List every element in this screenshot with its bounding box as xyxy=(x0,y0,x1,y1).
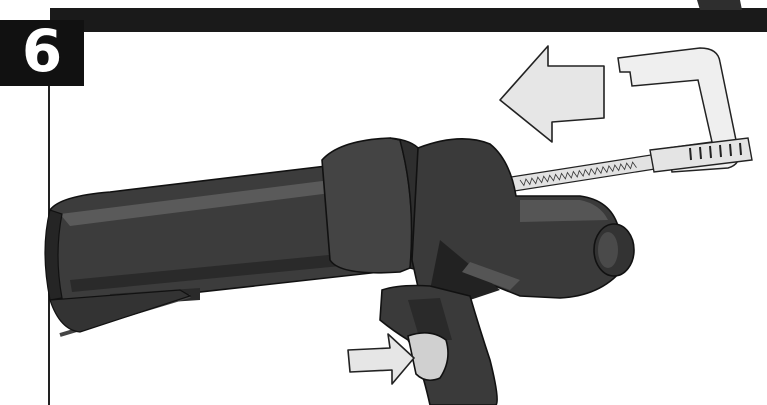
rod-handle xyxy=(618,48,752,172)
trigger-press-arrow xyxy=(348,334,414,384)
end-cap-knob xyxy=(594,224,634,276)
trigger xyxy=(408,333,448,380)
partial-tool-top xyxy=(697,0,742,10)
push-rod-direction-arrow xyxy=(500,46,604,142)
tool-body xyxy=(412,139,622,304)
push-rod xyxy=(505,152,674,192)
